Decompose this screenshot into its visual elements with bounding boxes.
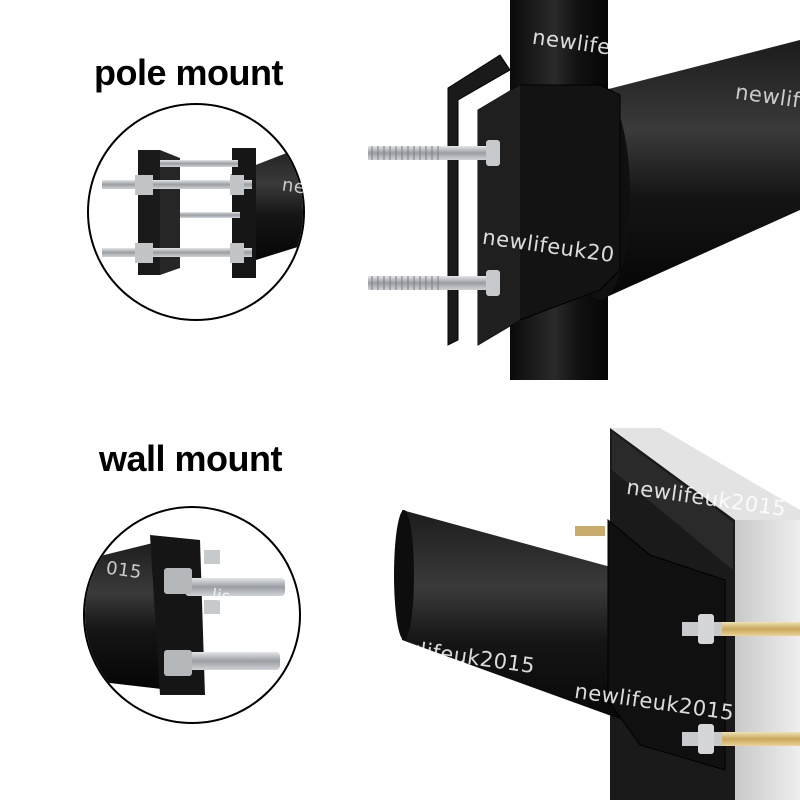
pole-mount-photo [368, 0, 800, 380]
wall-mount-label: wall mount [99, 438, 283, 479]
pole-mount-detail [87, 103, 305, 321]
pole-mount-label: pole mount [94, 52, 283, 93]
wall-mount-detail [83, 506, 301, 724]
watermark-text: lis [210, 584, 232, 607]
watermark-text: ne [280, 174, 307, 199]
wall-mount-photo [394, 428, 800, 800]
